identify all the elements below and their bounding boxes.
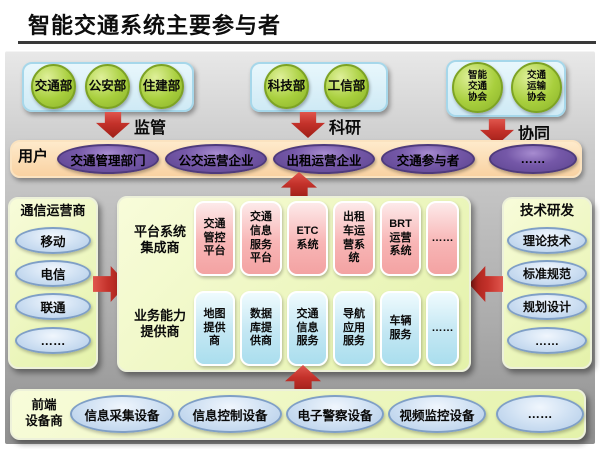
equipment-band-label: 前端 设备商 [25, 398, 63, 428]
platform-box-brt: BRT 运营 系统 [380, 201, 421, 276]
user-item-traffic-mgmt: 交通管理部门 [57, 144, 159, 174]
arrow-label-collaboration: 协同 [518, 126, 551, 143]
title-underline [18, 41, 596, 44]
telecom-panel-title: 通信运营商 [20, 203, 86, 218]
telecom-item-mobile: 移动 [15, 227, 91, 254]
node-ministry-transport: 交通部 [31, 64, 76, 109]
telecom-item-telecom: 电信 [15, 260, 91, 287]
user-item-bus-operators: 公交运营企业 [165, 144, 267, 174]
equipment-item-collection: 信息采集设备 [70, 395, 174, 433]
telecom-item-unicom: 联通 [15, 293, 91, 320]
arrow-label-supervision: 监管 [134, 120, 167, 137]
telecom-item-more: …… [15, 327, 91, 354]
arrow-label-research: 科研 [329, 120, 362, 137]
capability-box-map: 地图 提供 商 [194, 291, 235, 366]
platform-box-control: 交通 管控 平台 [194, 201, 235, 276]
node-transport-association: 交通 运输 协会 [511, 62, 562, 113]
capability-box-traffic-info: 交通 信息 服务 [287, 291, 328, 366]
equipment-item-more: …… [496, 395, 584, 433]
node-ministry-housing: 住建部 [139, 64, 184, 109]
integrator-row-label: 平台系统 集成商 [133, 224, 186, 256]
rnd-item-planning: 规划设计 [507, 293, 587, 320]
users-band-label: 用户 [18, 148, 49, 165]
user-item-participants: 交通参与者 [381, 144, 475, 174]
node-ministry-police: 公安部 [85, 64, 130, 109]
node-ministry-miit: 工信部 [324, 64, 369, 109]
equipment-item-video: 视频监控设备 [388, 395, 486, 433]
equipment-item-control: 信息控制设备 [178, 395, 282, 433]
capability-box-more: …… [426, 291, 459, 366]
platform-box-etc: ETC 系统 [287, 201, 328, 276]
rnd-item-standards: 标准规范 [507, 260, 587, 287]
capability-box-database: 数据 库提 供商 [240, 291, 282, 366]
page-title: 智能交通系统主要参与者 [28, 13, 282, 38]
platform-box-more: …… [426, 201, 459, 276]
rnd-item-theory: 理论技术 [507, 227, 587, 254]
node-ministry-science: 科技部 [264, 64, 309, 109]
node-its-association: 智能 交通 协会 [452, 62, 503, 113]
user-item-taxi-operators: 出租运营企业 [273, 144, 375, 174]
platform-box-taxi: 出租 车运 营系 统 [333, 201, 375, 276]
rnd-panel-title: 技术研发 [520, 203, 574, 218]
equipment-item-epolice: 电子警察设备 [286, 395, 384, 433]
user-item-more: …… [489, 144, 577, 174]
rnd-item-more: …… [507, 327, 587, 354]
capability-row-label: 业务能力 提供商 [133, 308, 186, 340]
capability-box-navigation: 导航 应用 服务 [333, 291, 375, 366]
capability-box-vehicle: 车辆 服务 [380, 291, 421, 366]
platform-box-info-service: 交通 信息 服务 平台 [240, 201, 282, 276]
